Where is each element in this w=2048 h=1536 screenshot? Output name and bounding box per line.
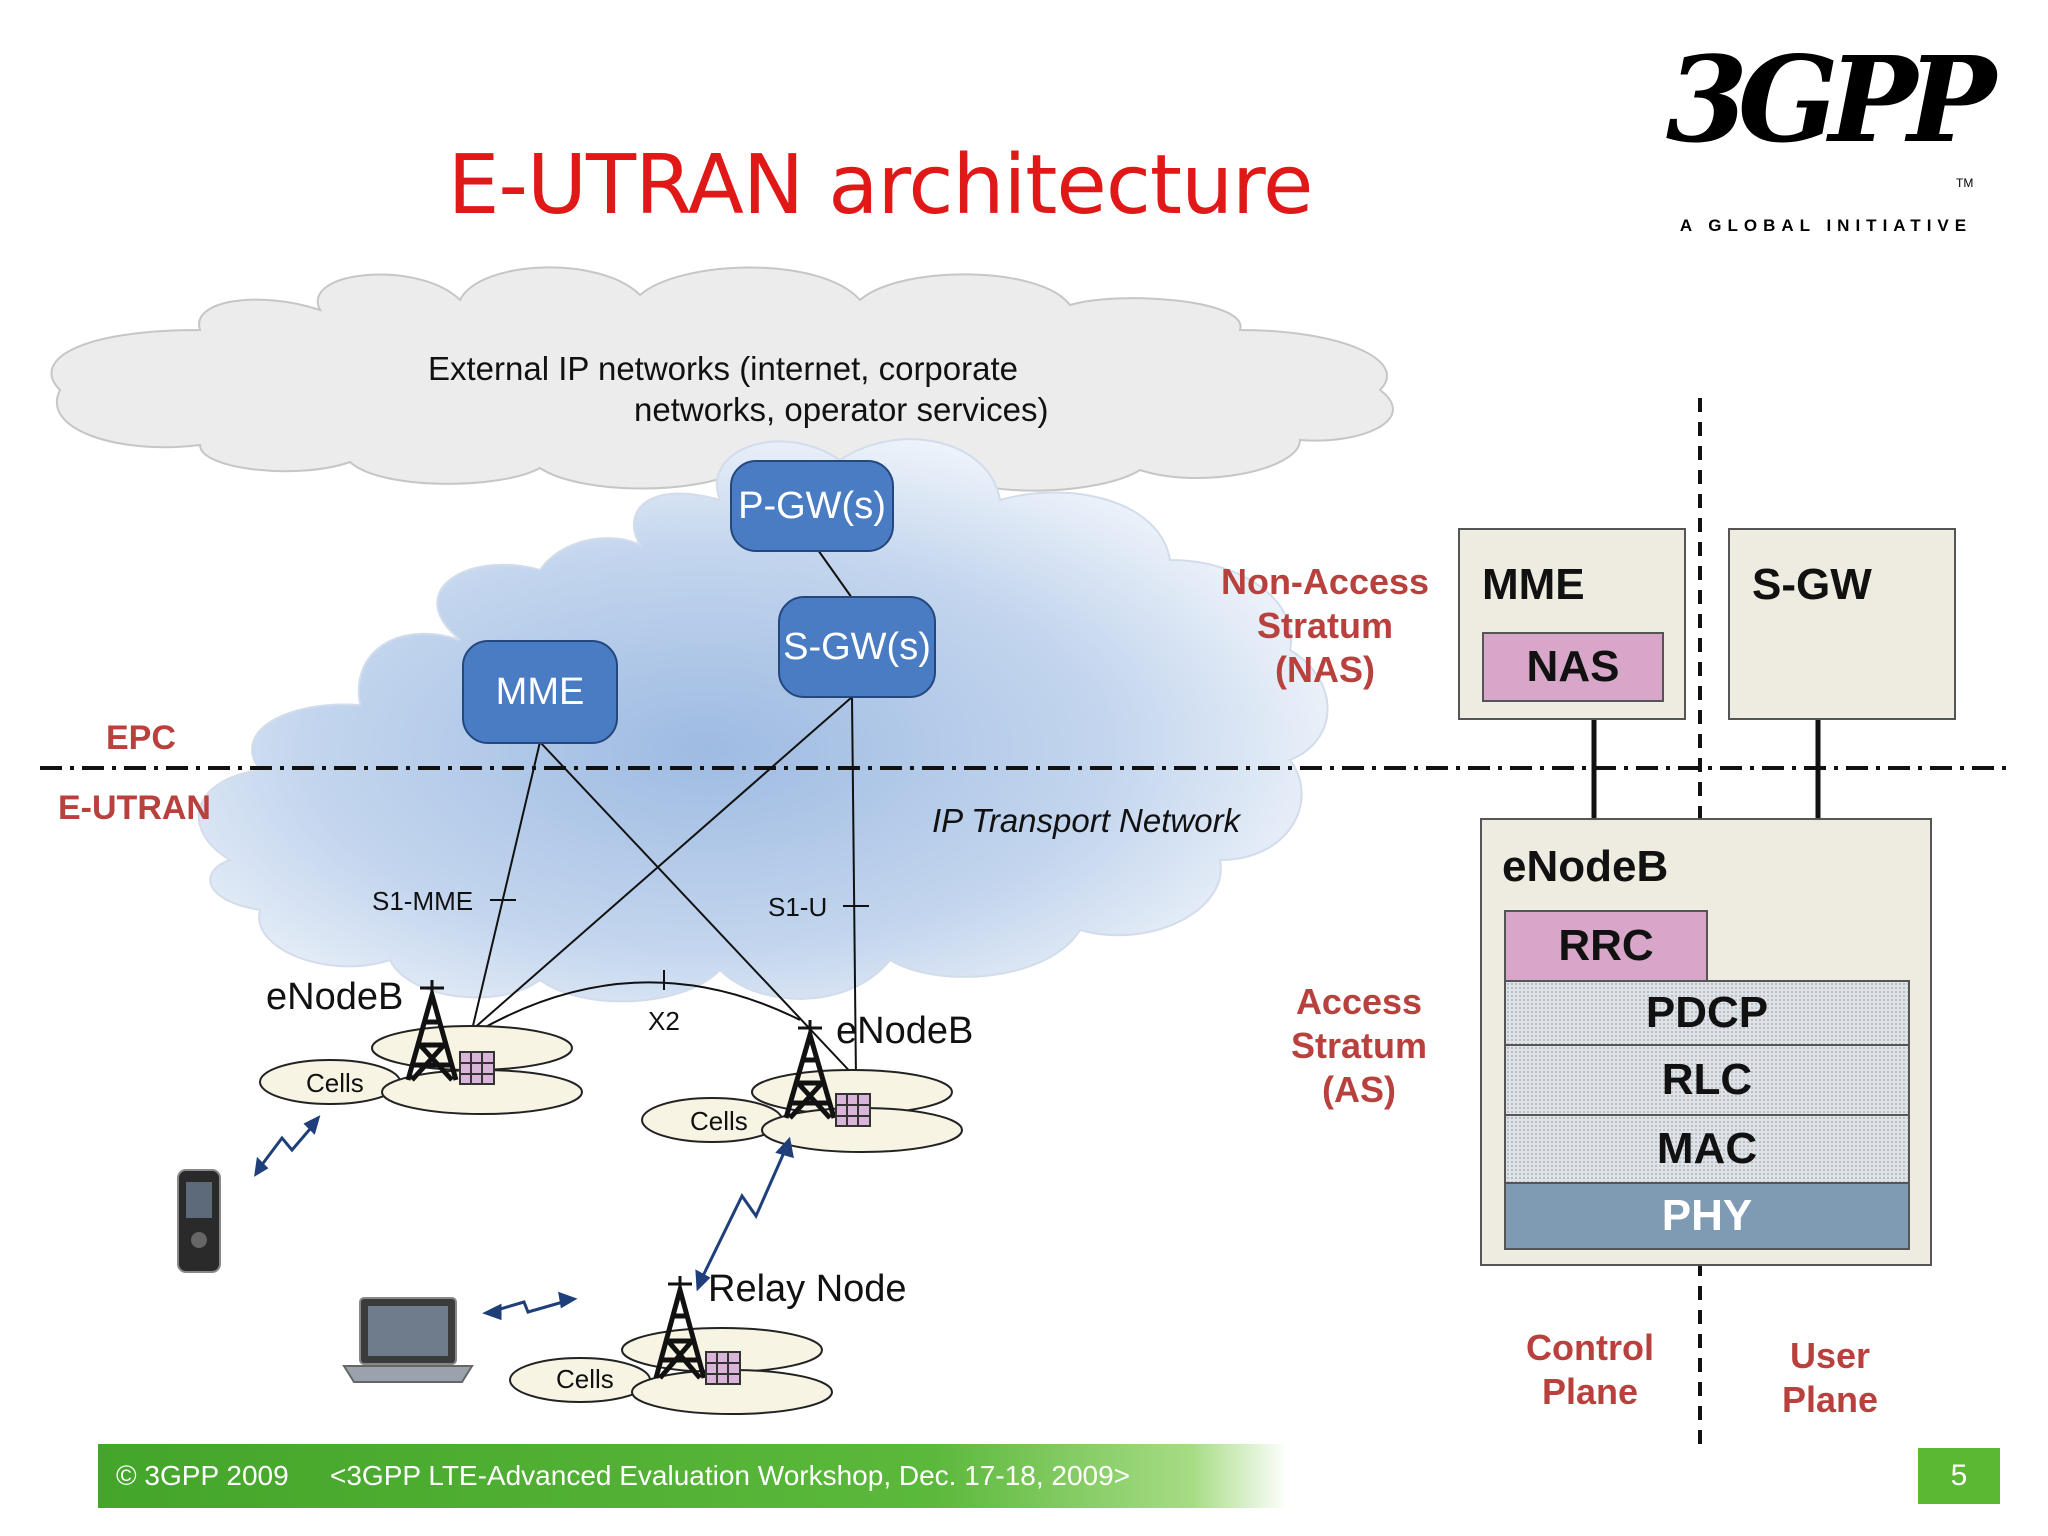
pgw-node: P-GW(s) — [730, 460, 894, 552]
mme-stack-title: MME — [1482, 560, 1585, 609]
eutran-label: E-UTRAN — [58, 789, 211, 827]
page-number: 5 — [1918, 1448, 2000, 1504]
cells-right-label: Cells — [690, 1106, 748, 1136]
external-cloud — [50, 266, 1394, 492]
building-icon — [705, 1351, 741, 1385]
footer-copyright: © 3GPP 2009 — [116, 1460, 289, 1491]
radio-link-icon — [695, 1136, 794, 1292]
building-icon — [459, 1051, 495, 1085]
mme-stack-box: MME NAS — [1458, 528, 1686, 720]
tower-icon — [405, 980, 459, 1082]
tower-icon — [783, 1020, 837, 1120]
cells-relay-label: Cells — [556, 1364, 614, 1394]
s1-u-label: S1-U — [768, 892, 828, 922]
cells-left-label: Cells — [306, 1068, 364, 1098]
enodeb-right-label: eNodeB — [836, 1010, 974, 1052]
pdcp-layer: PDCP — [1504, 980, 1910, 1046]
sgw-stack-box: S-GW — [1728, 528, 1956, 720]
logo: 3GPP TM A GLOBAL INITIATIVE — [1650, 30, 2002, 250]
enodeb-stack-title: eNodeB — [1502, 842, 1669, 891]
mac-layer: MAC — [1504, 1114, 1910, 1184]
sgw-node: S-GW(s) — [778, 596, 936, 698]
mobile-phone-icon — [177, 1169, 221, 1273]
ip-transport-cloud — [197, 438, 1329, 1003]
footer-event: <3GPP LTE-Advanced Evaluation Workshop, … — [330, 1460, 1131, 1491]
radio-link-icon — [254, 1115, 321, 1177]
enodeb-left-label: eNodeB — [266, 976, 404, 1018]
logo-tagline: A GLOBAL INITIATIVE — [1679, 216, 1973, 235]
tower-icon — [653, 1276, 707, 1380]
mme-node: MME — [462, 640, 618, 744]
transport-label: IP Transport Network — [932, 802, 1241, 839]
s1-mme-label: S1-MME — [372, 886, 474, 916]
stack-connectors — [1591, 720, 1821, 822]
connections — [471, 549, 869, 1081]
sgw-stack-title: S-GW — [1752, 560, 1872, 609]
phy-layer: PHY — [1504, 1182, 1910, 1250]
rlc-layer: RLC — [1504, 1044, 1910, 1116]
x2-label: X2 — [648, 1006, 680, 1036]
rrc-layer: RRC — [1504, 910, 1708, 982]
footer-bar: © 3GPP 2009 <3GPP LTE-Advanced Evaluatio… — [98, 1444, 1288, 1508]
building-icon — [835, 1093, 871, 1127]
nas-layer: NAS — [1482, 632, 1664, 702]
logo-wordmark: 3GPP — [1665, 30, 1996, 169]
epc-label: EPC — [106, 719, 176, 757]
relay-node-label: Relay Node — [708, 1268, 907, 1310]
radio-link-icon — [482, 1291, 578, 1321]
cloud-text-line2: networks, operator services) — [634, 391, 1049, 428]
logo-tm: TM — [1956, 176, 1974, 190]
cloud-text-line1: External IP networks (internet, corporat… — [428, 350, 1019, 387]
enodeb-stack-box: eNodeB RRC PDCP RLC MAC PHY — [1480, 818, 1932, 1266]
page-title: E-UTRAN architecture — [447, 138, 1314, 233]
cells-left — [259, 1025, 583, 1115]
laptop-icon — [342, 1297, 474, 1383]
